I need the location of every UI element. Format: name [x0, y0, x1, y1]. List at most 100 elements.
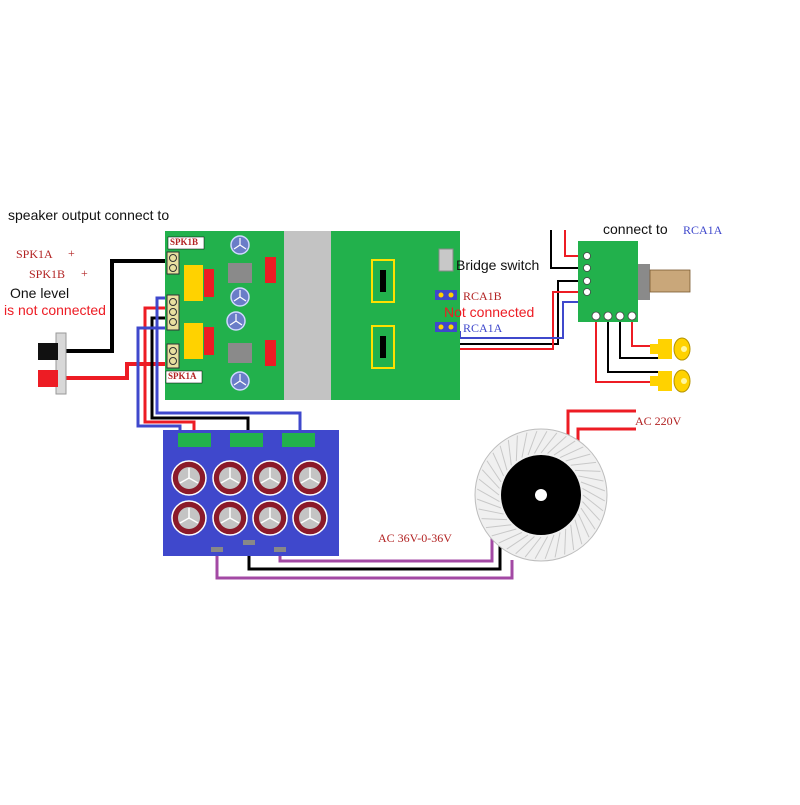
toroid-winding-line [515, 536, 535, 555]
rca1a-label: RCA1A [463, 321, 503, 335]
toroid-winding-line [476, 498, 502, 509]
spk1a-plus-label: + [68, 246, 75, 260]
connect-to-rca-label: RCA1A [683, 223, 723, 237]
filter-capacitor-6 [212, 500, 248, 536]
is-not-connected-label: is not connected [4, 302, 106, 318]
speaker-red-post [38, 370, 58, 387]
filter-capacitor-1 [171, 460, 207, 496]
speaker-output-label: speaker output connect to [8, 207, 170, 223]
resistor-2 [204, 327, 214, 355]
rca-jack-2 [650, 369, 691, 393]
rca-jack-1 [650, 337, 691, 361]
spk1b-plus-label: + [81, 266, 88, 280]
toroid-winding-line [580, 507, 596, 530]
resistor-4 [265, 340, 276, 366]
power-terminal [166, 294, 180, 331]
rca1a-jumper [435, 322, 457, 332]
toroid-winding-line [540, 432, 558, 454]
power-red-wire [143, 306, 196, 436]
toroid-winding-line [499, 445, 508, 471]
resistor-3 [265, 257, 276, 283]
speaker-a-terminal [166, 343, 180, 369]
filter-capacitor-8 [292, 500, 328, 536]
filter-terminal-2 [230, 433, 263, 447]
toroid-winding-line [564, 528, 567, 555]
top-black-wire [550, 230, 584, 269]
connect-to-label: connect to [603, 221, 668, 237]
bridge-switch [438, 248, 454, 272]
volume-pot-board [578, 241, 691, 322]
power-blue-wire-2 [136, 326, 182, 436]
rca1b-label: RCA1B [463, 289, 502, 303]
rca-black-wire-2 [619, 318, 660, 359]
ac-36v-label: AC 36V-0-36V [378, 531, 452, 545]
resistor-1 [204, 269, 214, 297]
secondary-purple-wire-2 [278, 538, 494, 563]
spk1a-label: SPK1A [16, 247, 53, 261]
toroid-winding-line [547, 435, 567, 454]
toroid-winding-line [478, 478, 500, 496]
toroid-winding-line [492, 452, 505, 477]
toroid-winding-line [582, 487, 605, 502]
film-capacitor-1 [184, 265, 203, 301]
top-red-wire [564, 230, 584, 257]
chip-1 [228, 263, 252, 283]
toroid-winding-line [570, 461, 597, 466]
toroid-winding-line [498, 531, 523, 544]
primary-red-wire-2 [576, 427, 636, 442]
toroid-winding-line [582, 494, 604, 512]
rca-red-wire-2 [631, 318, 660, 347]
filter-capacitor-2 [212, 460, 248, 496]
toroid-winding-line [521, 432, 528, 458]
board-spk1a-label: SPK1A [168, 371, 197, 381]
toroid-winding-line [481, 469, 500, 489]
toroid-winding-line [485, 524, 512, 529]
toroid-winding-line [486, 460, 502, 483]
filter-capacitor-5 [171, 500, 207, 536]
ac-input-pin-1 [211, 547, 223, 552]
filter-board [163, 430, 339, 556]
pot-shaft-housing [638, 264, 650, 300]
power-blue-wire [155, 296, 302, 436]
filter-capacitors [171, 460, 328, 536]
secondary-black-wire [247, 545, 502, 571]
toroid-winding-line [481, 518, 508, 521]
toroid-winding-line [477, 488, 500, 503]
toroid-winding-line [533, 431, 548, 454]
wires [60, 230, 660, 580]
bridge-switch-label: Bridge switch [456, 257, 540, 273]
toroid-winding-line [534, 536, 549, 559]
toroidal-transformer [474, 428, 608, 562]
speaker-black-post [38, 343, 58, 360]
rca-black-wire-1 [607, 318, 660, 373]
toroid-winding-line [565, 453, 591, 462]
ac-input-pin-2 [243, 540, 255, 545]
toroid-winding-line [559, 446, 584, 459]
toroid-winding-line [527, 430, 538, 456]
primary-red-wire-1 [566, 409, 636, 442]
toroid-winding-line [578, 475, 604, 482]
one-level-label: One level [10, 285, 70, 301]
toroid-winding-line [524, 536, 542, 558]
toroid-winding-line [478, 508, 504, 515]
filter-capacitor-4 [292, 460, 328, 496]
chip-2 [228, 343, 252, 363]
board-spk1b-label: SPK1B [170, 237, 199, 247]
toroid-winding-line [544, 534, 555, 560]
amplifier-board [165, 231, 460, 400]
toroid-winding-line [580, 481, 606, 492]
toroid-winding-line [570, 524, 575, 551]
heatsink [284, 231, 331, 400]
relay-2 [371, 325, 395, 369]
speaker-red-wire [60, 362, 170, 380]
ac-input-pin-3 [274, 547, 286, 552]
speaker-black-wire [60, 259, 170, 353]
film-capacitor-2 [184, 323, 203, 359]
speaker-terminal [38, 332, 67, 395]
speaker-b-terminal [166, 251, 180, 275]
toroid-winding-line [506, 534, 529, 550]
rca1b-jumper [435, 290, 457, 300]
toroid-winding-line [582, 501, 601, 521]
toroid-winding-line [577, 513, 590, 538]
